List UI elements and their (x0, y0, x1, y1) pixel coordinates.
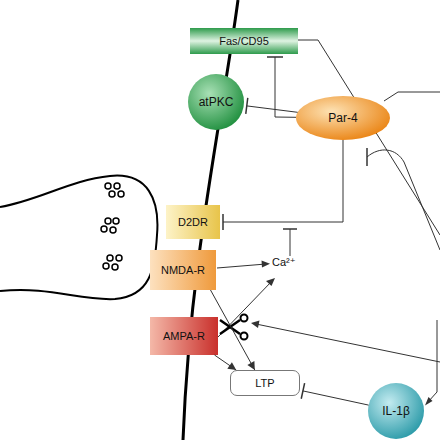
scissor-loop (241, 315, 248, 322)
cleavage-arrow (256, 324, 440, 362)
inhibition-connector (301, 383, 368, 405)
ion-label: Ca²⁺ (272, 256, 296, 269)
connector-line (223, 140, 343, 222)
arrow-head (425, 397, 433, 406)
scissors-symbol (220, 315, 248, 340)
arrow-head (262, 261, 271, 268)
connector-line (247, 106, 298, 112)
shape-fill (368, 383, 424, 439)
vesicle (103, 263, 109, 269)
inhibition-bar (267, 56, 283, 58)
arrow-head (251, 321, 260, 329)
arrow-head (227, 362, 236, 370)
receptor-box: Fas/CD95 (190, 28, 298, 54)
inhibition-connector (267, 57, 296, 117)
vesicle (118, 191, 124, 197)
signal-line (428, 320, 437, 402)
vesicle (116, 255, 122, 261)
vesicle (101, 226, 107, 232)
inhibition-line (367, 150, 440, 250)
inhibition-line (290, 229, 291, 256)
receptor-box: D2DR (166, 205, 220, 239)
calcium-arrow (217, 264, 266, 268)
inhibition-connector (223, 140, 343, 230)
vesicle (110, 227, 116, 233)
cytokine-circle: IL-1β (368, 383, 424, 439)
node-text: IL-1β (382, 405, 410, 417)
node-text: Par-4 (328, 112, 357, 124)
inhibition-bar (283, 228, 297, 230)
protein-ellipse: Par-4 (296, 96, 390, 140)
scissor-blade (220, 320, 240, 334)
scissor-blade (220, 320, 240, 334)
connector-line (215, 355, 237, 370)
scissor-loop (241, 333, 248, 340)
vesicle (105, 218, 111, 224)
node-text: AMPA-R (163, 330, 205, 342)
connector-line (303, 391, 369, 405)
inhibition-bar (246, 98, 248, 114)
inhibition-bar (301, 383, 304, 399)
node-text: D2DR (178, 216, 208, 228)
vesicle (107, 255, 113, 261)
activation-connector (215, 355, 237, 370)
vesicle (112, 264, 118, 270)
arrow-head (247, 361, 254, 370)
node-text: Fas/CD95 (219, 35, 269, 47)
inhibition-bar (222, 214, 224, 230)
shape-fill (188, 74, 244, 130)
vesicle (109, 191, 115, 197)
vesicle-cluster (101, 183, 124, 270)
node-text: LTP (255, 377, 274, 389)
signal-line (384, 92, 440, 101)
calcium-arrow (218, 281, 272, 337)
shape-fill (296, 96, 390, 140)
vesicle (114, 183, 120, 189)
inhibition-connector (246, 98, 298, 114)
connector-line (275, 57, 296, 117)
vesicle (113, 218, 119, 224)
node-text: atPKC (199, 96, 234, 108)
kinase-circle: atPKC (188, 74, 244, 130)
arrow-head (266, 278, 275, 286)
receptor-box: AMPA-R (150, 317, 218, 355)
presynaptic-terminal (0, 176, 157, 300)
node-text: NMDA-R (161, 264, 205, 276)
inhibition-bar (366, 148, 368, 166)
vesicle (105, 183, 111, 189)
signal-line (298, 40, 440, 235)
process-box: LTP (230, 370, 300, 396)
receptor-box: NMDA-R (150, 250, 216, 290)
